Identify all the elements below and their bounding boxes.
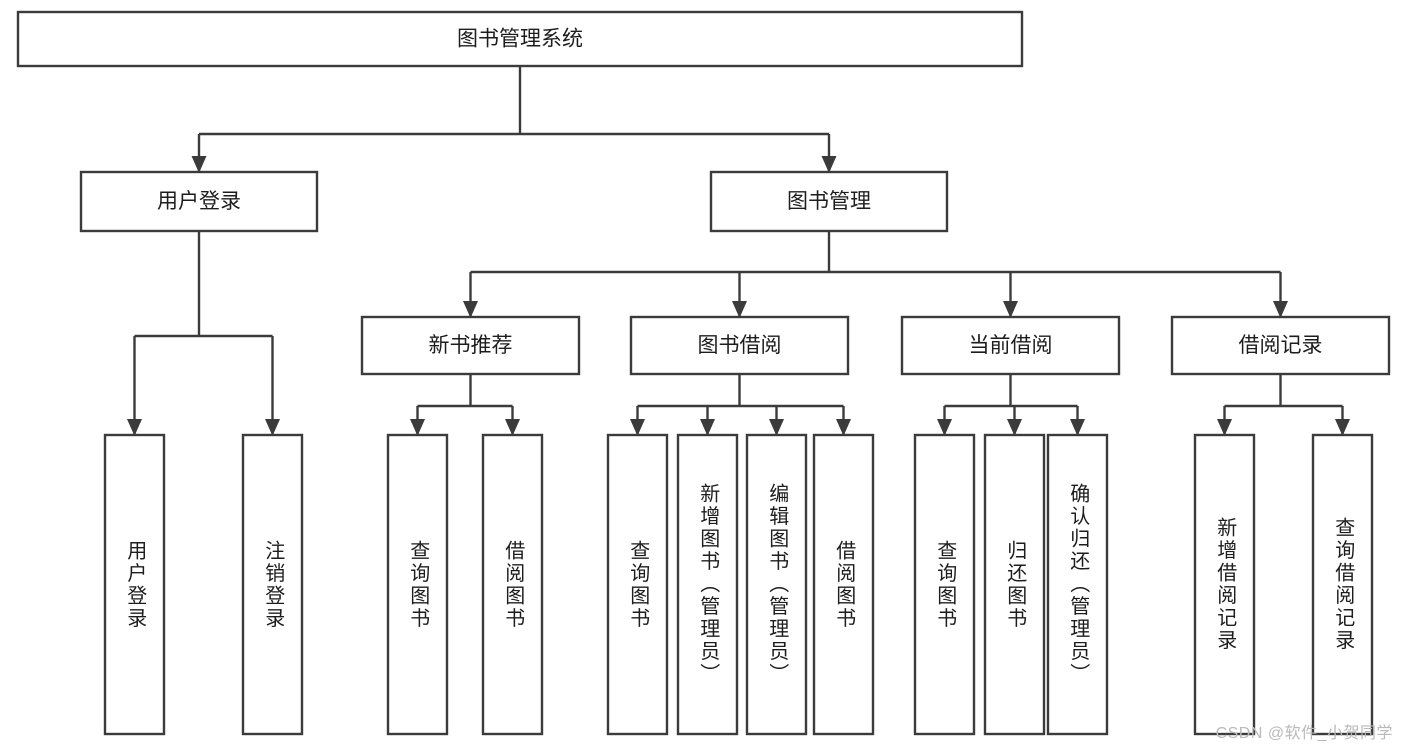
node-box-l3-current-borrow[interactable] xyxy=(900,315,1121,376)
connector-layer xyxy=(127,66,1350,436)
arrow-head-icon xyxy=(127,419,142,436)
arrow-head-icon xyxy=(1335,419,1350,436)
node-label-l2-user-login: 用户登录 xyxy=(157,190,241,213)
arrow-head-icon xyxy=(732,301,747,318)
arrow-head-icon xyxy=(1273,301,1288,318)
arrow-head-icon xyxy=(821,156,837,173)
arrow-head-icon xyxy=(1003,301,1018,318)
arrow-head-icon xyxy=(505,419,520,436)
node-box-l2-book-manage[interactable] xyxy=(709,170,949,233)
node-box-leaf-br-add[interactable] xyxy=(1193,433,1256,736)
arrow-head-icon xyxy=(410,419,425,436)
node-box-leaf-bb-query[interactable] xyxy=(606,433,669,736)
node-box-leaf-user-login[interactable] xyxy=(103,433,166,736)
arrow-head-icon xyxy=(769,419,784,436)
arrow-head-icon xyxy=(630,419,645,436)
node-box-leaf-nb-query[interactable] xyxy=(386,433,449,736)
node-label-l2-book-manage: 图书管理 xyxy=(787,190,871,213)
arrow-head-icon xyxy=(191,156,207,173)
node-label-l3-new-book: 新书推荐 xyxy=(429,334,513,357)
node-box-root[interactable] xyxy=(16,10,1024,68)
node-box-l3-book-borrow[interactable] xyxy=(629,315,850,376)
node-box-leaf-br-query[interactable] xyxy=(1311,433,1374,736)
arrow-head-icon xyxy=(463,301,478,318)
node-box-leaf-user-logout[interactable] xyxy=(241,433,304,736)
node-box-l3-new-book[interactable] xyxy=(360,315,581,376)
node-box-l3-borrow-record[interactable] xyxy=(1170,315,1391,376)
node-box-layer xyxy=(16,10,1391,736)
node-box-leaf-bb-edit[interactable] xyxy=(745,433,808,736)
node-box-l2-user-login[interactable] xyxy=(79,170,319,233)
node-label-root: 图书管理系统 xyxy=(457,28,583,51)
node-box-leaf-cb-confirm[interactable] xyxy=(1046,433,1109,736)
node-label-l3-current-borrow: 当前借阅 xyxy=(969,334,1053,357)
arrow-head-icon xyxy=(1070,419,1085,436)
node-label-l3-book-borrow: 图书借阅 xyxy=(698,334,782,357)
node-label-l3-borrow-record: 借阅记录 xyxy=(1239,334,1323,357)
node-box-leaf-bb-add[interactable] xyxy=(676,433,739,736)
arrow-head-icon xyxy=(1217,419,1232,436)
arrow-head-icon xyxy=(265,419,280,436)
csdn-watermark: CSDN @软件_小贺同学 xyxy=(1215,725,1393,742)
arrow-head-icon xyxy=(700,419,715,436)
node-box-leaf-cb-query[interactable] xyxy=(913,433,976,736)
arrow-head-icon xyxy=(1007,419,1022,436)
node-box-leaf-nb-borrow[interactable] xyxy=(481,433,544,736)
node-box-leaf-cb-return[interactable] xyxy=(983,433,1046,736)
node-box-leaf-bb-borrow[interactable] xyxy=(812,433,875,736)
arrow-head-icon xyxy=(937,419,952,436)
arrow-head-icon xyxy=(836,419,851,436)
